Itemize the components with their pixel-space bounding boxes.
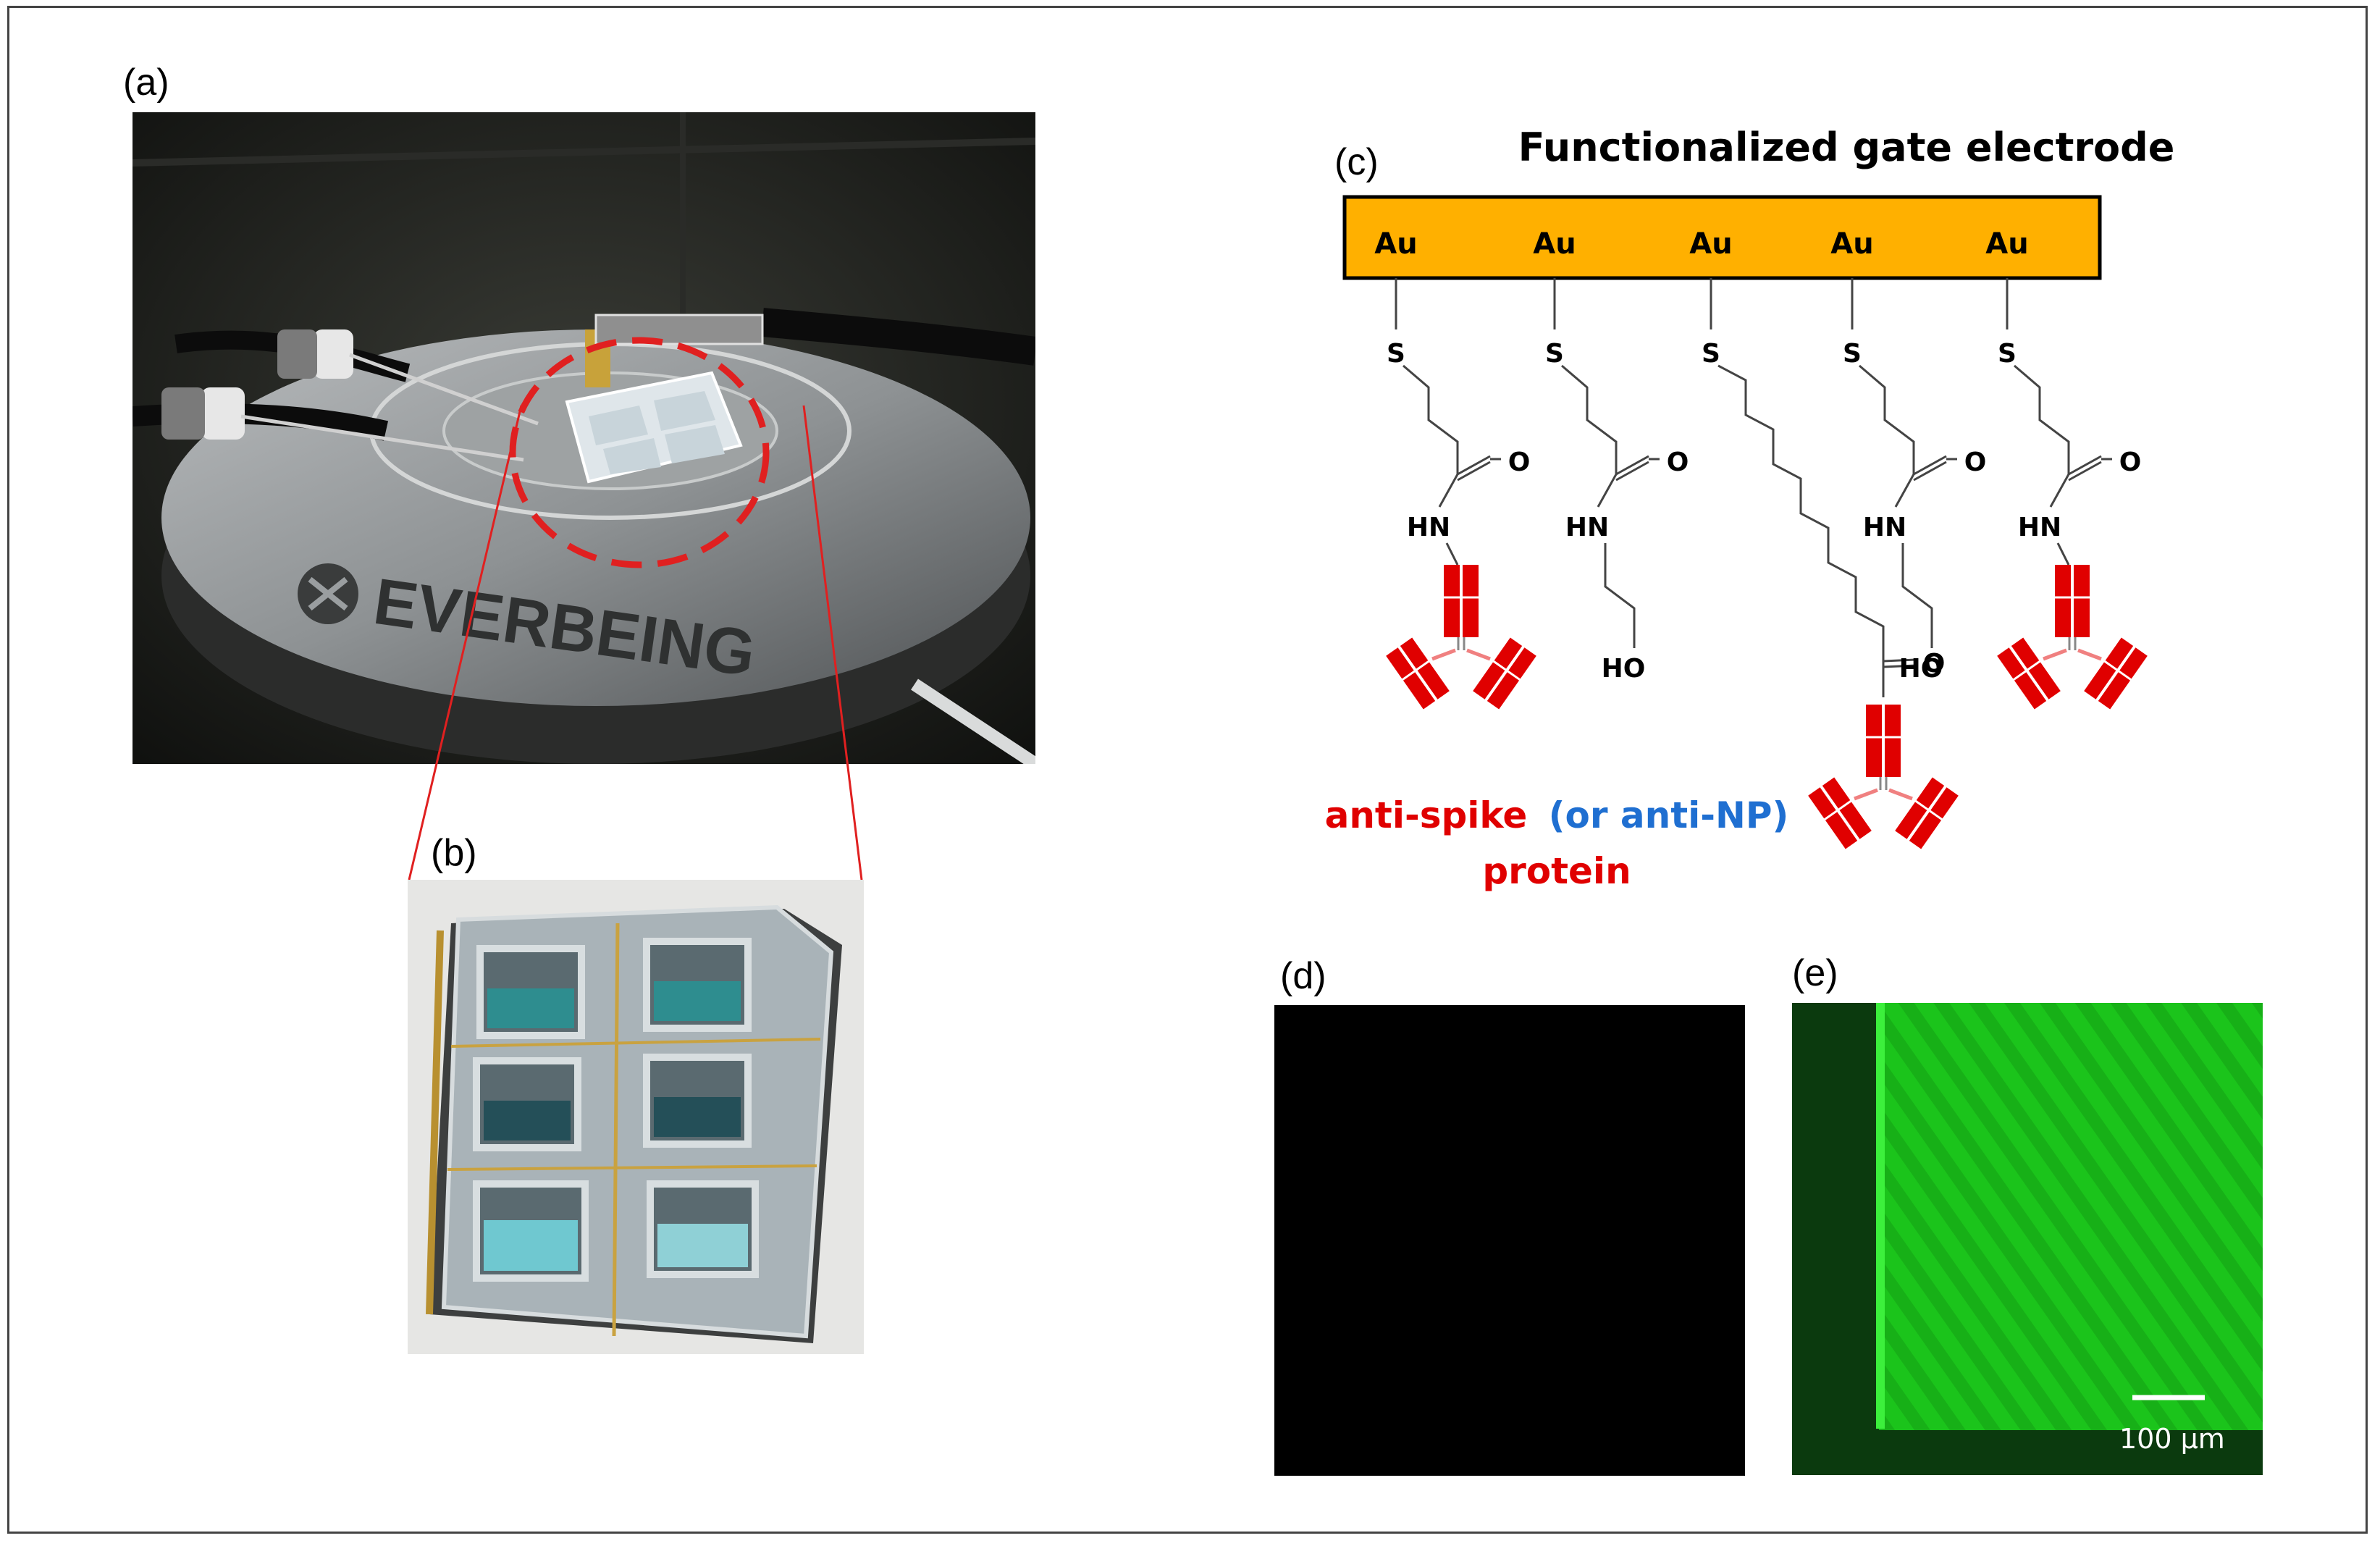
figure-frame [7, 6, 2368, 1534]
amine-label: HN [1565, 513, 1609, 542]
linker-bond [1445, 542, 1459, 566]
antibody [1386, 565, 1536, 710]
hydroxyethyl-chain [1901, 543, 1933, 648]
gold-atom-label: Au [1830, 227, 1873, 261]
scheme-title: Functionalized gate electrode [1518, 125, 2175, 170]
alkyl-chain [1859, 364, 1915, 474]
carbonyl-bond [1615, 461, 1649, 482]
oxygen-label: O [1508, 448, 1531, 477]
sulfur-label: S [1843, 339, 1862, 369]
linker-bond [2056, 542, 2070, 566]
carbonyl-bond [1883, 664, 1917, 668]
alkyl-chain [1561, 364, 1618, 474]
carbonyl-bond [2068, 461, 2102, 482]
antibody [1997, 565, 2148, 710]
hydroxyl-label: HO [1899, 654, 1943, 684]
panel-b-label: (b) [431, 832, 477, 874]
gold-electrode [1342, 195, 2102, 280]
hydroxyl-label: HO [1602, 654, 1646, 684]
fluorescence-image-functionalized: 100 µm [1792, 1003, 2263, 1475]
sulfur-label: S [1702, 339, 1720, 369]
caption-line-2: protein [1482, 850, 1631, 892]
oxygen-label: O [1964, 448, 1987, 477]
sulfur-label: S [1545, 339, 1564, 369]
gold-atom-label: Au [1533, 227, 1576, 261]
amine-label: HN [1863, 513, 1906, 542]
panel-c-label: (c) [1334, 141, 1379, 183]
hydroxyethyl-chain [1604, 543, 1636, 648]
sulfur-label: S [1998, 339, 2017, 369]
antibody [1808, 705, 1959, 849]
carbonyl-bond [1913, 455, 1947, 476]
gold-atom-label: Au [1374, 227, 1417, 261]
panel-a-label: (a) [123, 62, 169, 104]
fluorescence-image-control [1274, 1005, 1745, 1476]
sulfur-label: S [1387, 339, 1405, 369]
caption-anti-spike: anti-spike [1325, 794, 1528, 836]
amide-bond [2049, 474, 2070, 508]
amide-bond [1438, 474, 1459, 508]
caption-line-1: anti-spike (or anti-NP) [1325, 794, 1789, 836]
panel-e-label: (e) [1792, 952, 1838, 994]
amine-label: HN [2018, 513, 2061, 542]
alkyl-chain [2014, 364, 2070, 474]
amide-bond [1894, 474, 1915, 508]
carbonyl-bond [1913, 461, 1947, 482]
photo-sensor-chip [408, 880, 864, 1354]
gold-atom-label: Au [1985, 227, 2028, 261]
alkyl-chain [1403, 364, 1459, 474]
carbonyl-bond [1457, 455, 1491, 476]
oxygen-label: O [1923, 649, 1946, 679]
long-alkyl-chain [1717, 364, 1885, 661]
carbonyl-bond [2068, 455, 2102, 476]
functionalized-electrode-scheme: Functionalized gate electrode Au Au Au Au Au… [1318, 116, 2259, 934]
carbonyl-bond [1457, 461, 1491, 482]
highlight-circle [509, 337, 770, 568]
panel-d-label: (d) [1280, 955, 1326, 997]
caption-anti-np: (or anti-NP) [1549, 794, 1789, 836]
amine-label: HN [1407, 513, 1450, 542]
oxygen-label: O [1667, 448, 1689, 477]
scale-bar-label: 100 µm [2119, 1423, 2225, 1455]
amide-bond [1597, 474, 1618, 508]
oxygen-label: O [2119, 448, 2142, 477]
carbonyl-bond [1615, 455, 1649, 476]
carbonyl-bond [1883, 658, 1917, 663]
gold-atom-label: Au [1689, 227, 1732, 261]
